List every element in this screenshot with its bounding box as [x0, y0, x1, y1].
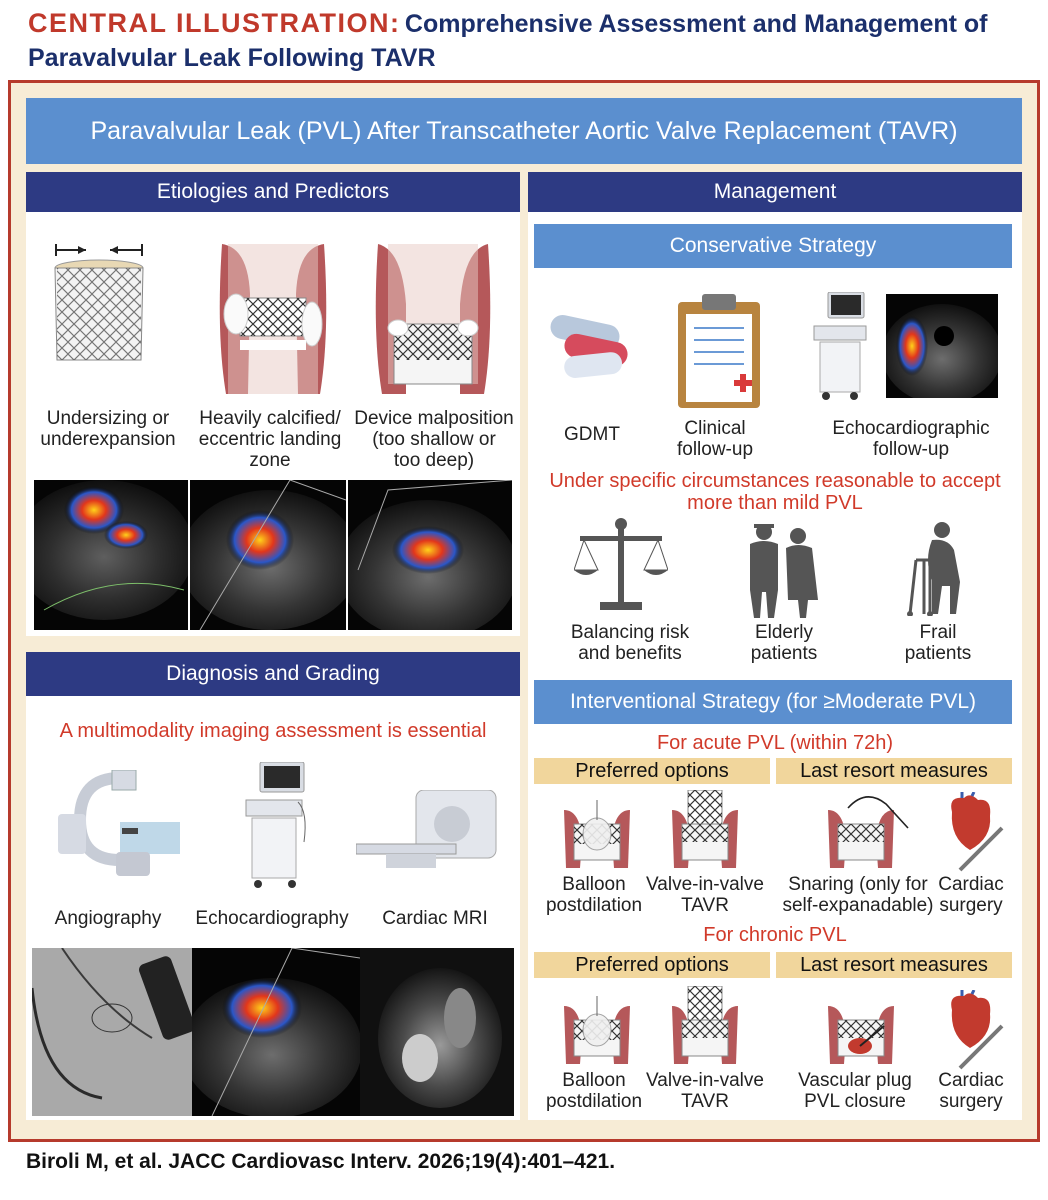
diagnosis-label-echocardiography: Echocardiography: [195, 908, 349, 929]
cardiac-mri-icon: [356, 790, 497, 868]
scale-icon: [574, 518, 668, 610]
etiology-echo-image-1: [34, 480, 188, 630]
clipboard-icon: [678, 294, 760, 408]
diagnosis-label-cardiac-mri: Cardiac MRI: [382, 908, 488, 929]
conservative-label-gdmt: GDMT: [564, 424, 620, 445]
chronic-label-vascular-plug: Vascular plug PVL closure: [798, 1070, 912, 1112]
circumstance-label-elderly: Elderly patients: [750, 622, 818, 664]
balloon-postdilation-icon: [564, 800, 630, 868]
chronic-valve-in-valve-icon: [672, 986, 738, 1064]
etiology-echo-image-3: [348, 480, 512, 630]
diagnosis-echo-image: [192, 948, 360, 1116]
diagnosis-heading: Diagnosis and Grading: [26, 652, 520, 696]
conservative-strategy-heading: Conservative Strategy: [534, 224, 1012, 268]
chronic-last-resort-header: Last resort measures: [776, 952, 1012, 978]
main-banner: Paravalvular Leak (PVL) After Transcathe…: [26, 98, 1022, 164]
acute-label-valve-in-valve: Valve-in-valve TAVR: [646, 874, 764, 916]
frail-patient-with-walker-icon: [907, 522, 960, 616]
conservative-echo-image: [886, 294, 998, 398]
interventional-strategy-heading: Interventional Strategy (for ≥Moderate P…: [534, 680, 1012, 724]
chronic-preferred-options-header: Preferred options: [534, 952, 770, 978]
diagnosis-label-angiography: Angiography: [54, 908, 162, 929]
citation: Biroli M, et al. JACC Cardiovasc Interv.…: [26, 1150, 616, 1173]
etiology-label-calcified: Heavily calcified/ eccentric landing zon…: [198, 408, 342, 471]
chronic-label-cardiac-surgery: Cardiac surgery: [938, 1070, 1004, 1112]
echocardiography-machine-icon: [245, 762, 306, 888]
acute-label-balloon: Balloon postdilation: [545, 874, 643, 916]
chronic-cardiac-surgery-heart-icon: [951, 990, 1004, 1070]
malpositioned-valve-illustration: [375, 244, 491, 394]
calcified-zone-illustration: [219, 244, 327, 394]
header-title-line1: Comprehensive Assessment and Management …: [404, 10, 988, 38]
header-lead: CENTRAL ILLUSTRATION:: [28, 8, 401, 38]
chronic-label-valve-in-valve: Valve-in-valve TAVR: [646, 1070, 764, 1112]
diagnosis-note: A multimodality imaging assessment is es…: [59, 720, 487, 742]
vascular-plug-icon: [828, 1006, 894, 1064]
chronic-label-balloon: Balloon postdilation: [545, 1070, 643, 1112]
acute-preferred-options-header: Preferred options: [534, 758, 770, 784]
conservative-label-clinical-follow-up: Clinical follow-up: [676, 418, 754, 460]
acute-label-snaring: Snaring (only for self-expanadable): [782, 874, 934, 916]
elderly-couple-icon: [750, 524, 818, 618]
etiology-label-malposition: Device malposition (too shallow or too d…: [354, 408, 514, 471]
etiology-label-undersizing: Undersizing or underexpansion: [40, 408, 176, 450]
figure-header: CENTRAL ILLUSTRATION: Comprehensive Asse…: [0, 0, 1048, 78]
cardiac-surgery-heart-icon: [951, 792, 1004, 872]
angiography-icon: [58, 770, 180, 876]
conservative-note: Under specific circumstances reasonable …: [549, 470, 1001, 514]
cardiac-mri-image: [360, 948, 514, 1116]
acute-last-resort-header: Last resort measures: [776, 758, 1012, 784]
chronic-balloon-postdilation-icon: [564, 996, 630, 1064]
circumstance-label-frail: Frail patients: [904, 622, 972, 664]
management-heading: Management: [528, 172, 1022, 212]
header-title-line2: Paravalvular Leak Following TAVR: [28, 44, 436, 72]
acute-pvl-title: For acute PVL (within 72h): [656, 732, 894, 754]
pills-icon: [550, 315, 628, 378]
etiologies-heading: Etiologies and Predictors: [26, 172, 520, 212]
snaring-icon: [828, 796, 909, 868]
etiology-echo-image-2: [190, 480, 346, 630]
echo-machine-small-icon: [813, 292, 867, 400]
angiography-image: [32, 948, 192, 1116]
circumstance-label-balancing: Balancing risk and benefits: [570, 622, 690, 664]
conservative-label-echo-follow-up: Echocardiographic follow-up: [832, 418, 990, 460]
valve-in-valve-icon: [672, 790, 738, 868]
undersized-valve-illustration: [54, 244, 144, 361]
acute-label-cardiac-surgery: Cardiac surgery: [938, 874, 1004, 916]
chronic-pvl-title: For chronic PVL: [703, 924, 847, 946]
